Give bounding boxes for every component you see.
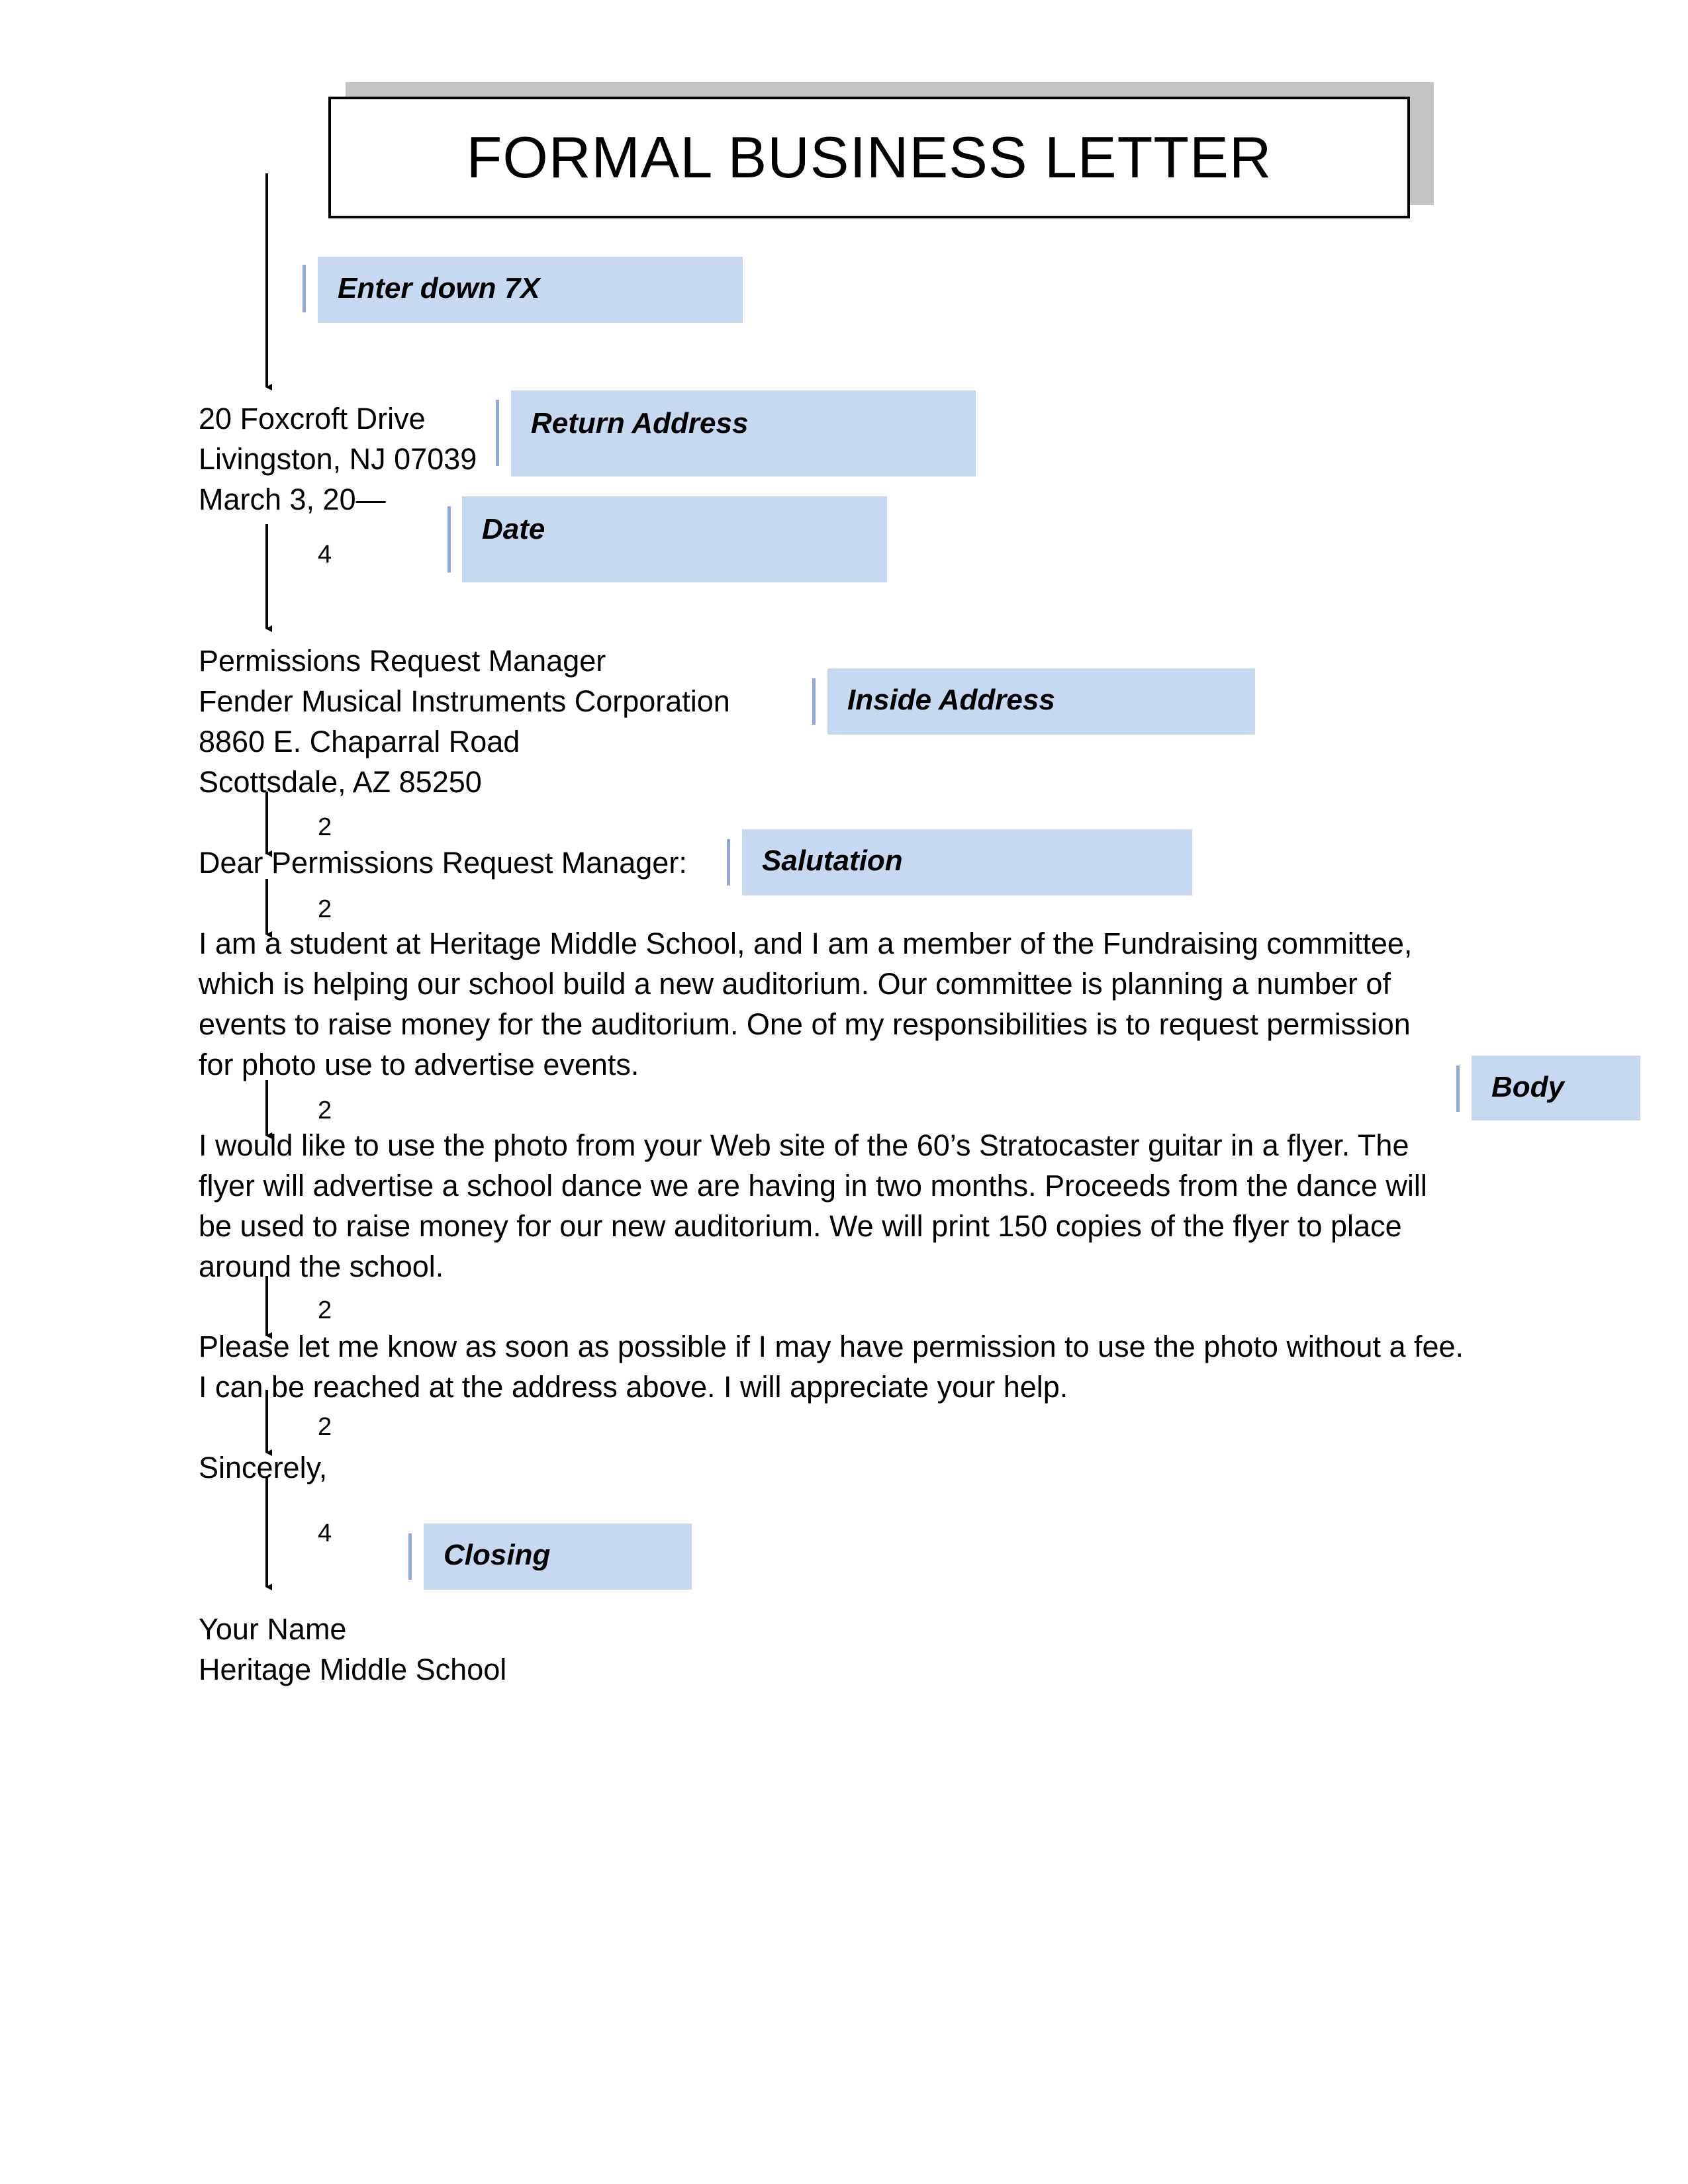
body-line: which is helping our school build a new …: [199, 967, 1391, 1001]
page-title: FORMAL BUSINESS LETTER: [466, 124, 1272, 190]
signature-line: Heritage Middle School: [199, 1653, 507, 1686]
label-inside-address: Inside Address: [827, 668, 1255, 735]
label-marker: [447, 506, 451, 572]
label-salutation: Salutation: [742, 829, 1192, 895]
label-marker: [408, 1533, 412, 1580]
inside-address-line: Scottsdale, AZ 85250: [199, 765, 482, 799]
body-line: Please let me know as soon as possible i…: [199, 1330, 1464, 1363]
label-marker: [1456, 1066, 1460, 1112]
body-line: I am a student at Heritage Middle School…: [199, 927, 1413, 960]
spacing-count: 2: [318, 813, 332, 841]
salutation-line: Dear Permissions Request Manager:: [199, 846, 687, 880]
inside-address-line: Permissions Request Manager: [199, 644, 606, 678]
label-marker: [496, 400, 499, 466]
spacing-count: 2: [318, 1413, 332, 1441]
label-marker: [727, 839, 730, 886]
inside-address-line: Fender Musical Instruments Corporation: [199, 684, 730, 718]
label-date: Date: [462, 496, 887, 582]
return-address-line: 20 Foxcroft Drive: [199, 402, 426, 435]
label-marker: [812, 678, 816, 725]
body-line: I can be reached at the address above. I…: [199, 1370, 1068, 1404]
label-body: Body: [1472, 1056, 1640, 1120]
label-return-address: Return Address: [511, 390, 976, 477]
spacing-count: 2: [318, 1097, 332, 1124]
inside-address-line: 8860 E. Chaparral Road: [199, 725, 520, 758]
body-line: be used to raise money for our new audit…: [199, 1209, 1402, 1243]
body-line: I would like to use the photo from your …: [199, 1128, 1409, 1162]
label-marker: [303, 265, 306, 312]
label-enter-down: Enter down 7X: [318, 257, 743, 323]
spacing-count: 4: [318, 541, 332, 569]
body-line: events to raise money for the auditorium…: [199, 1007, 1411, 1041]
body-line: for photo use to advertise events.: [199, 1048, 639, 1081]
closing-line: Sincerely,: [199, 1451, 328, 1484]
signature-line: Your Name: [199, 1612, 347, 1646]
spacing-count: 2: [318, 895, 332, 923]
title-box: FORMAL BUSINESS LETTER: [328, 97, 1410, 218]
body-line: around the school.: [199, 1250, 444, 1283]
return-address-line: Livingston, NJ 07039: [199, 442, 477, 476]
label-closing: Closing: [424, 1524, 692, 1590]
date-line: March 3, 20—: [199, 482, 386, 516]
spacing-count: 4: [318, 1520, 332, 1547]
body-line: flyer will advertise a school dance we a…: [199, 1169, 1427, 1203]
spacing-count: 2: [318, 1297, 332, 1324]
